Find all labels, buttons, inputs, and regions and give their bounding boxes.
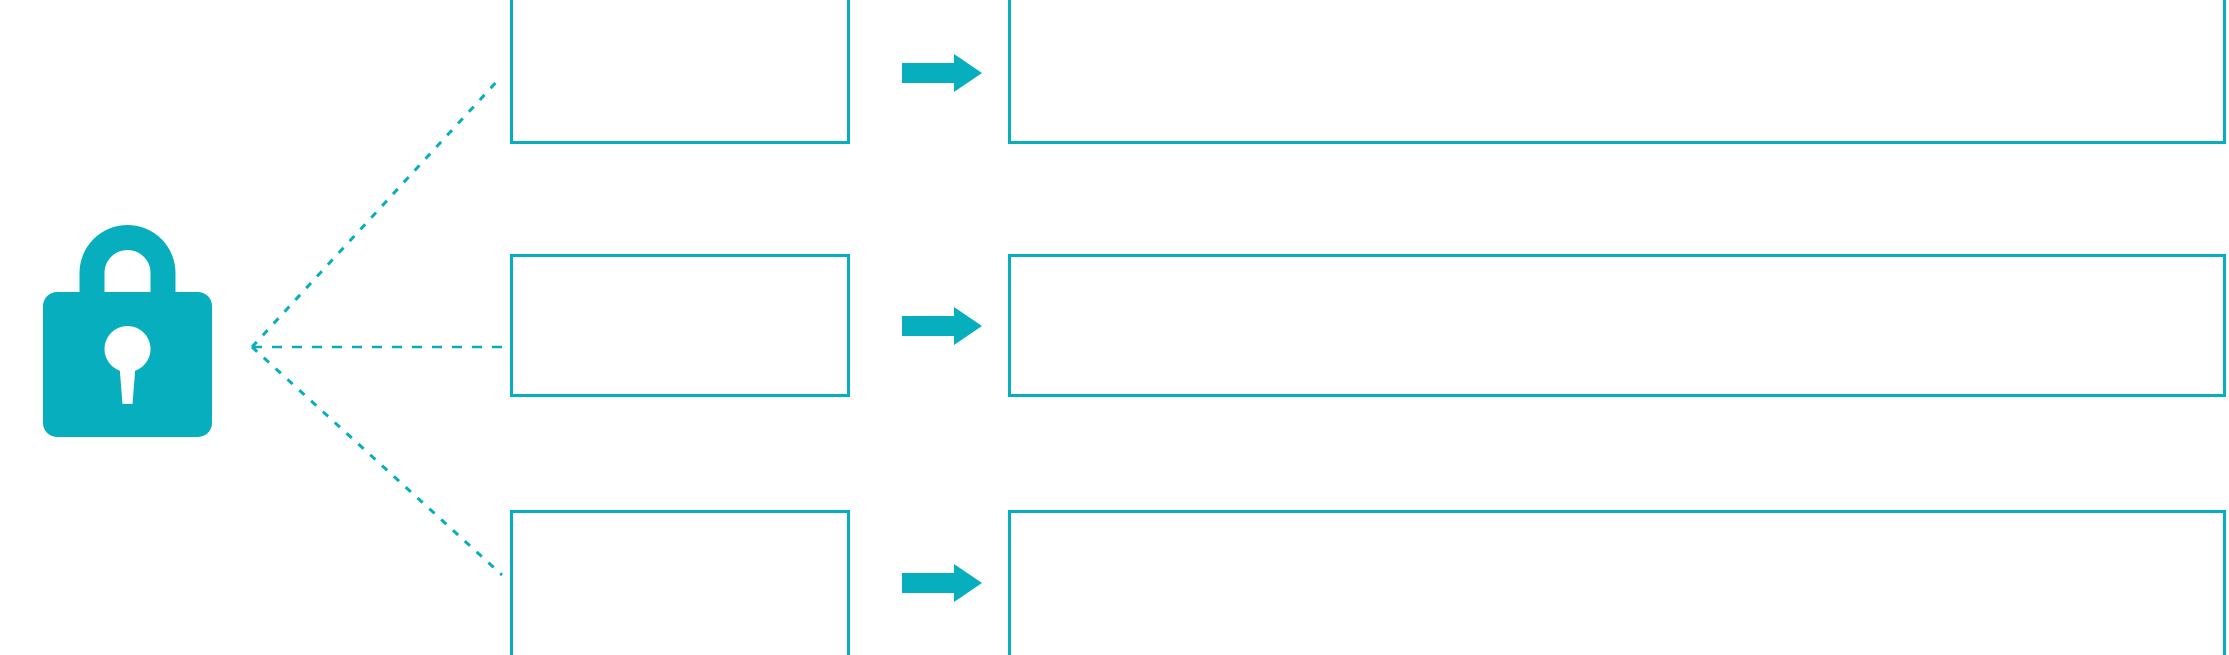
effect-label-row-3 [1011, 513, 2223, 655]
cause-label-row-1 [513, 0, 847, 141]
arrow-right-icon-row-1 [902, 54, 982, 92]
cause-box-row-1[interactable] [510, 0, 850, 144]
cause-box-row-3[interactable] [510, 510, 850, 655]
padlock-icon [43, 218, 212, 437]
effect-label-row-1 [1011, 0, 2223, 141]
arrow-right-icon-glyph [902, 564, 982, 602]
connector-group [250, 76, 508, 577]
cause-label-row-3 [513, 513, 847, 655]
arrow-right-icon-row-3 [902, 564, 982, 602]
arrow-right-icon-row-2 [902, 307, 982, 345]
padlock-icon-glyph [43, 225, 212, 437]
cause-label-row-2 [513, 257, 847, 394]
arrow-right-icon-glyph [902, 54, 982, 92]
effect-box-row-3[interactable] [1008, 510, 2226, 655]
arrow-right-icon-glyph [902, 307, 982, 345]
connector-to-row-1 [250, 76, 502, 349]
connector-to-row-3 [250, 345, 504, 577]
effect-box-row-1[interactable] [1008, 0, 2226, 144]
effect-label-row-2 [1011, 257, 2223, 394]
effect-box-row-2[interactable] [1008, 254, 2226, 397]
cause-box-row-2[interactable] [510, 254, 850, 397]
